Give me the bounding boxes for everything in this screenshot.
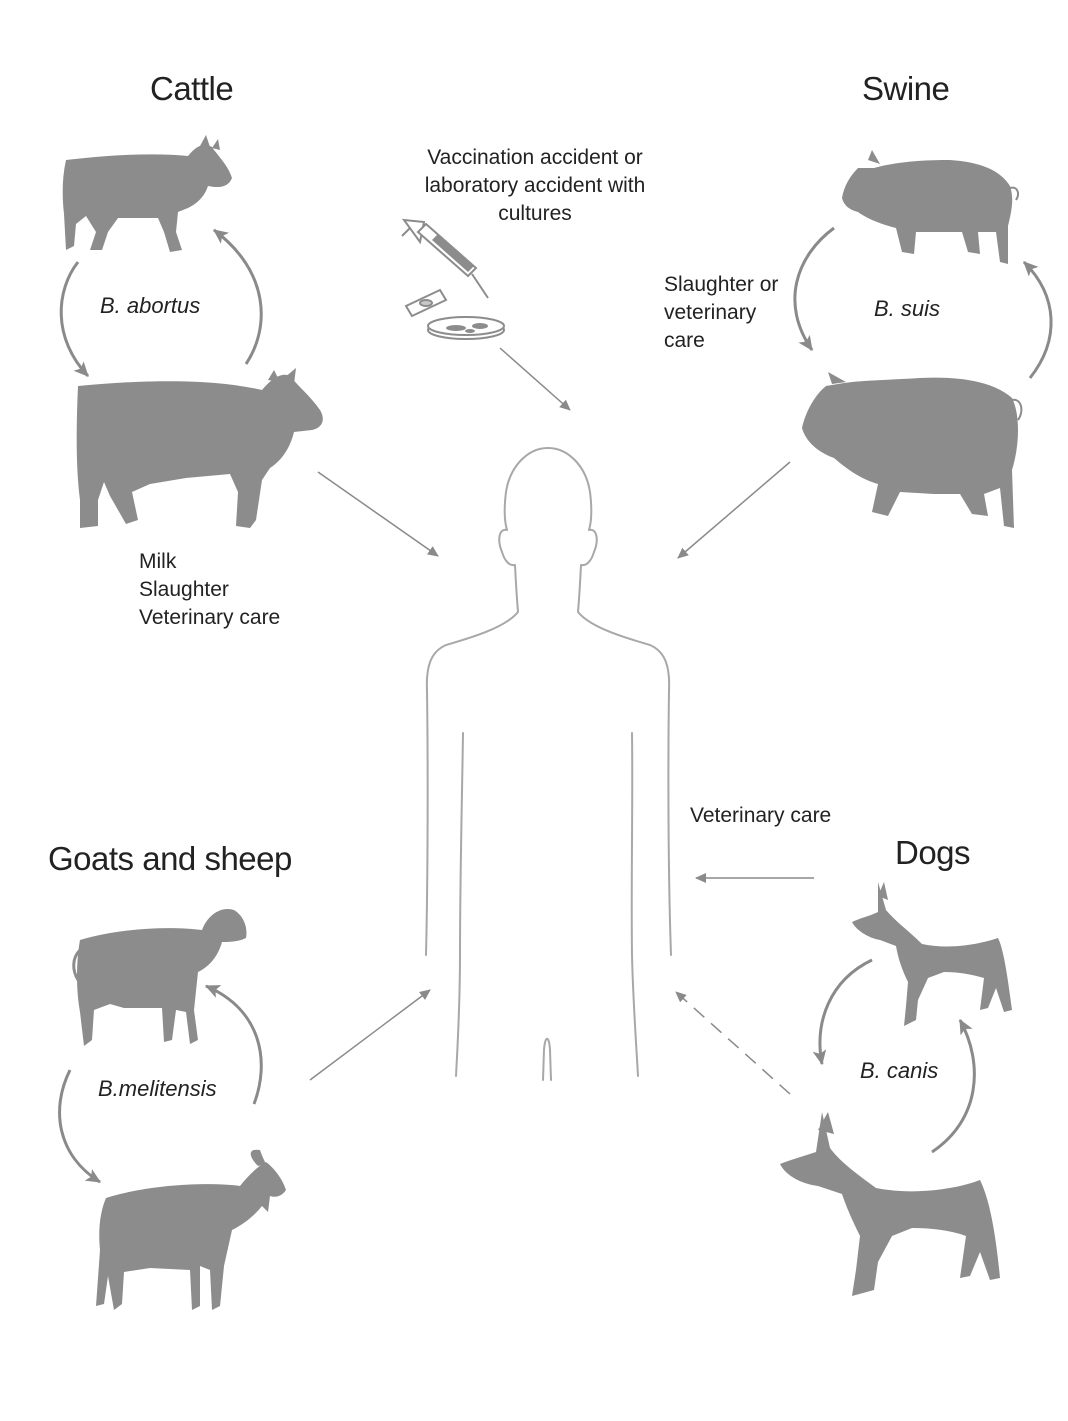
arrow-swine-to-human: [677, 461, 791, 559]
swine-species-label: B. suis: [874, 296, 941, 321]
cow-icon: [76, 368, 323, 528]
swine-title: Swine: [862, 70, 950, 107]
dogs-species-label: B. canis: [860, 1058, 939, 1083]
cattle-species-label: B. abortus: [100, 293, 201, 318]
dogs-route: Veterinary care: [690, 804, 832, 827]
arrow-lab-to-human: [499, 347, 571, 411]
syringe-icon: [401, 218, 489, 299]
transmission-arrows: [309, 347, 814, 1095]
swine-route-line-2: veterinary: [664, 301, 757, 324]
cattle-title: Cattle: [150, 70, 234, 107]
cattle-route-slaughter: Slaughter: [139, 578, 229, 601]
dog-icon: [780, 1112, 1000, 1296]
dogs-title: Dogs: [895, 834, 971, 871]
laboratory-label: Vaccination accident or laboratory accid…: [385, 144, 685, 228]
pig-icon: [802, 372, 1023, 528]
petri-dish-icon: [427, 316, 505, 340]
swine-routes: Slaughter or veterinary care: [664, 271, 778, 355]
cattle-route-milk: Milk: [139, 550, 177, 573]
piglet-icon: [842, 150, 1019, 264]
slide-icon: [404, 288, 448, 318]
cattle-routes: Milk Slaughter Veterinary care: [139, 548, 280, 632]
cattle-cycle-arrows: [59, 228, 263, 378]
swine-route-line-3: care: [664, 329, 705, 352]
cattle-route-veterinary: Veterinary care: [139, 606, 281, 629]
laboratory-line-1: Vaccination accident or: [427, 146, 643, 169]
laboratory-line-2: laboratory accident with: [424, 174, 646, 197]
laboratory-line-3: cultures: [498, 202, 572, 225]
swine-route-line-1: Slaughter or: [664, 273, 779, 296]
arrow-goats-to-human: [309, 989, 431, 1081]
goats-sheep-title: Goats and sheep: [48, 840, 292, 877]
sheep-icon: [72, 908, 247, 1046]
calf-icon: [62, 135, 232, 252]
human-outline-icon: [425, 447, 672, 1081]
arrow-cattle-to-human: [317, 471, 439, 557]
goats-sheep-species-label: B.melitensis: [98, 1076, 217, 1101]
goats-sheep-cycle-arrows: [58, 984, 263, 1184]
arrow-dashed-dog-to-human: [675, 991, 791, 1095]
goat-icon: [96, 1149, 286, 1310]
dogs-cycle-arrows: [812, 958, 976, 1154]
swine-cycle-arrows: [793, 226, 1053, 379]
puppy-icon: [852, 882, 1012, 1026]
